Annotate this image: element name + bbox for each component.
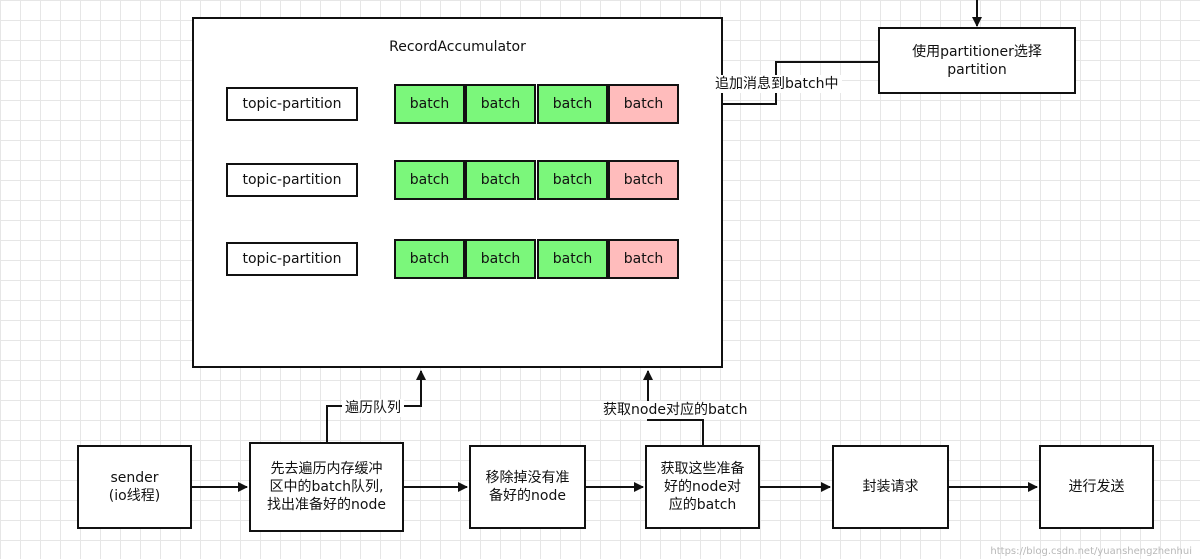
batch-ready: batch <box>537 84 608 124</box>
batch-ready: batch <box>537 239 608 279</box>
batch-ready: batch <box>537 160 608 200</box>
batch-ready: batch <box>465 239 536 279</box>
watermark: https://blog.csdn.net/yuanshengzhenhui <box>990 546 1192 557</box>
batch-ready: batch <box>465 160 536 200</box>
send-step: 进行发送 <box>1039 445 1154 529</box>
fetch-batch-step: 获取这些准备 好的node对 应的batch <box>645 445 760 529</box>
traverse-label: 遍历队列 <box>342 399 404 417</box>
record-accumulator-title: RecordAccumulator <box>389 39 526 55</box>
topic-partition-box: topic-partition <box>226 87 358 121</box>
traverse-buffer-step: 先去遍历内存缓冲 区中的batch队列, 找出准备好的node <box>249 442 404 532</box>
batch-ready: batch <box>394 84 465 124</box>
append-label: 追加消息到batch中 <box>712 75 842 93</box>
remove-unready-step: 移除掉没有准 备好的node <box>469 445 586 529</box>
topic-partition-box: topic-partition <box>226 163 358 197</box>
fetch-label: 获取node对应的batch <box>600 401 751 419</box>
build-request-step: 封装请求 <box>832 445 949 529</box>
batch-ready: batch <box>465 84 536 124</box>
batch-ready: batch <box>394 239 465 279</box>
fetch-arrow <box>643 370 704 445</box>
batch-pending: batch <box>608 84 679 124</box>
partitioner-box: 使用partitioner选择 partition <box>878 27 1076 94</box>
batch-ready: batch <box>394 160 465 200</box>
batch-pending: batch <box>608 239 679 279</box>
sender-box: sender (io线程) <box>77 445 192 529</box>
topic-partition-box: topic-partition <box>226 242 358 276</box>
batch-pending: batch <box>608 160 679 200</box>
